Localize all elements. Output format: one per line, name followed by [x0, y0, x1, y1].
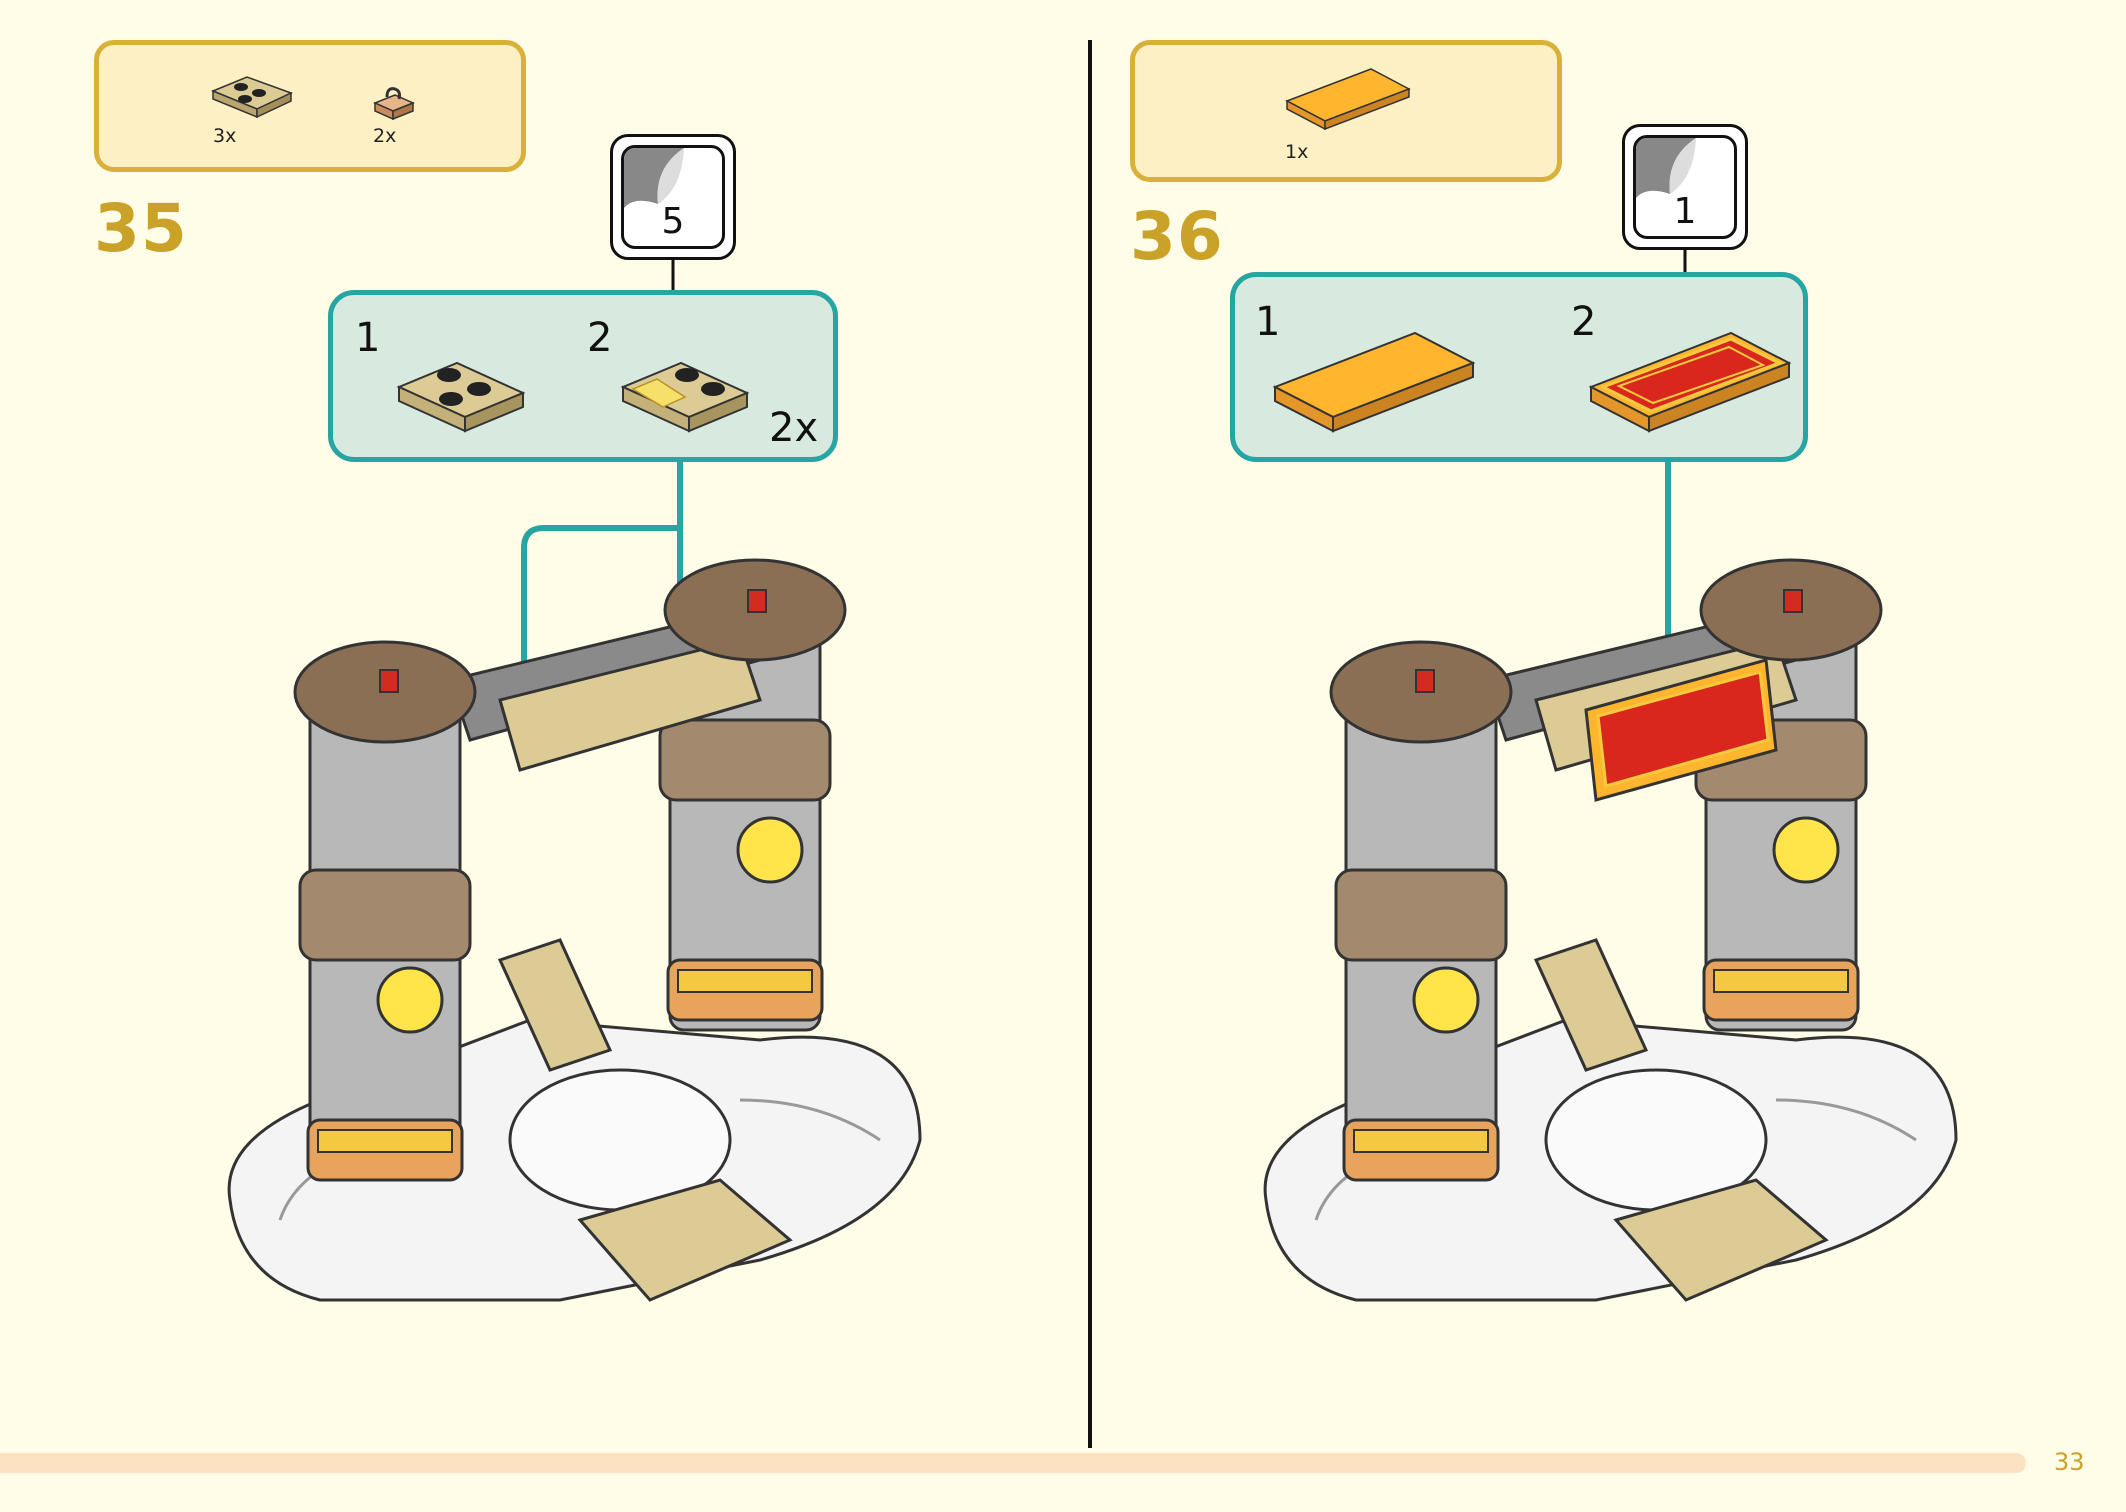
sticker-sheet-reference: 5 — [610, 134, 736, 260]
assembly-multiplier: 2x — [769, 405, 819, 451]
orange-tile-2x4-icon — [1272, 331, 1476, 433]
sticker-number: 1 — [1673, 191, 1697, 232]
sticker-sheet-reference: 1 — [1622, 124, 1748, 250]
sticker-number: 5 — [661, 201, 685, 242]
page-divider — [1088, 40, 1092, 1448]
orange-tile-2x4-icon — [1285, 68, 1411, 131]
step36-model-illustration — [1263, 558, 1958, 1302]
tan-plate-2x2-corner-icon — [396, 361, 526, 433]
page-number: 33 — [2054, 1448, 2085, 1476]
sticker-page-curl-icon — [1636, 138, 1696, 198]
sub-step-number: 1 — [1255, 299, 1281, 345]
part-quantity: 3x — [213, 125, 237, 147]
clip-plate-icon — [373, 87, 415, 121]
tan-plate-2x2-corner-icon — [211, 76, 293, 119]
sub-step-number: 1 — [355, 315, 381, 361]
tan-plate-with-sticker-icon — [620, 361, 750, 433]
orange-tile-with-sign-sticker-icon — [1588, 331, 1792, 433]
step35-parts-box: 3x 2x — [94, 40, 526, 172]
step-number: 35 — [94, 190, 188, 267]
sticker-page-curl-icon — [624, 148, 684, 208]
sub-step-number: 2 — [1571, 299, 1597, 345]
part-quantity: 2x — [373, 125, 397, 147]
step35-model-illustration — [227, 558, 922, 1302]
sub-step-number: 2 — [587, 315, 613, 361]
footer-progress-bar — [0, 1453, 2026, 1473]
step36-parts-box: 1x — [1130, 40, 1562, 182]
part-quantity: 1x — [1285, 141, 1309, 163]
step35-sub-assembly-callout: 1 2 2x — [328, 290, 838, 462]
step-number: 36 — [1130, 198, 1224, 275]
step36-sub-assembly-callout: 1 2 — [1230, 272, 1808, 462]
